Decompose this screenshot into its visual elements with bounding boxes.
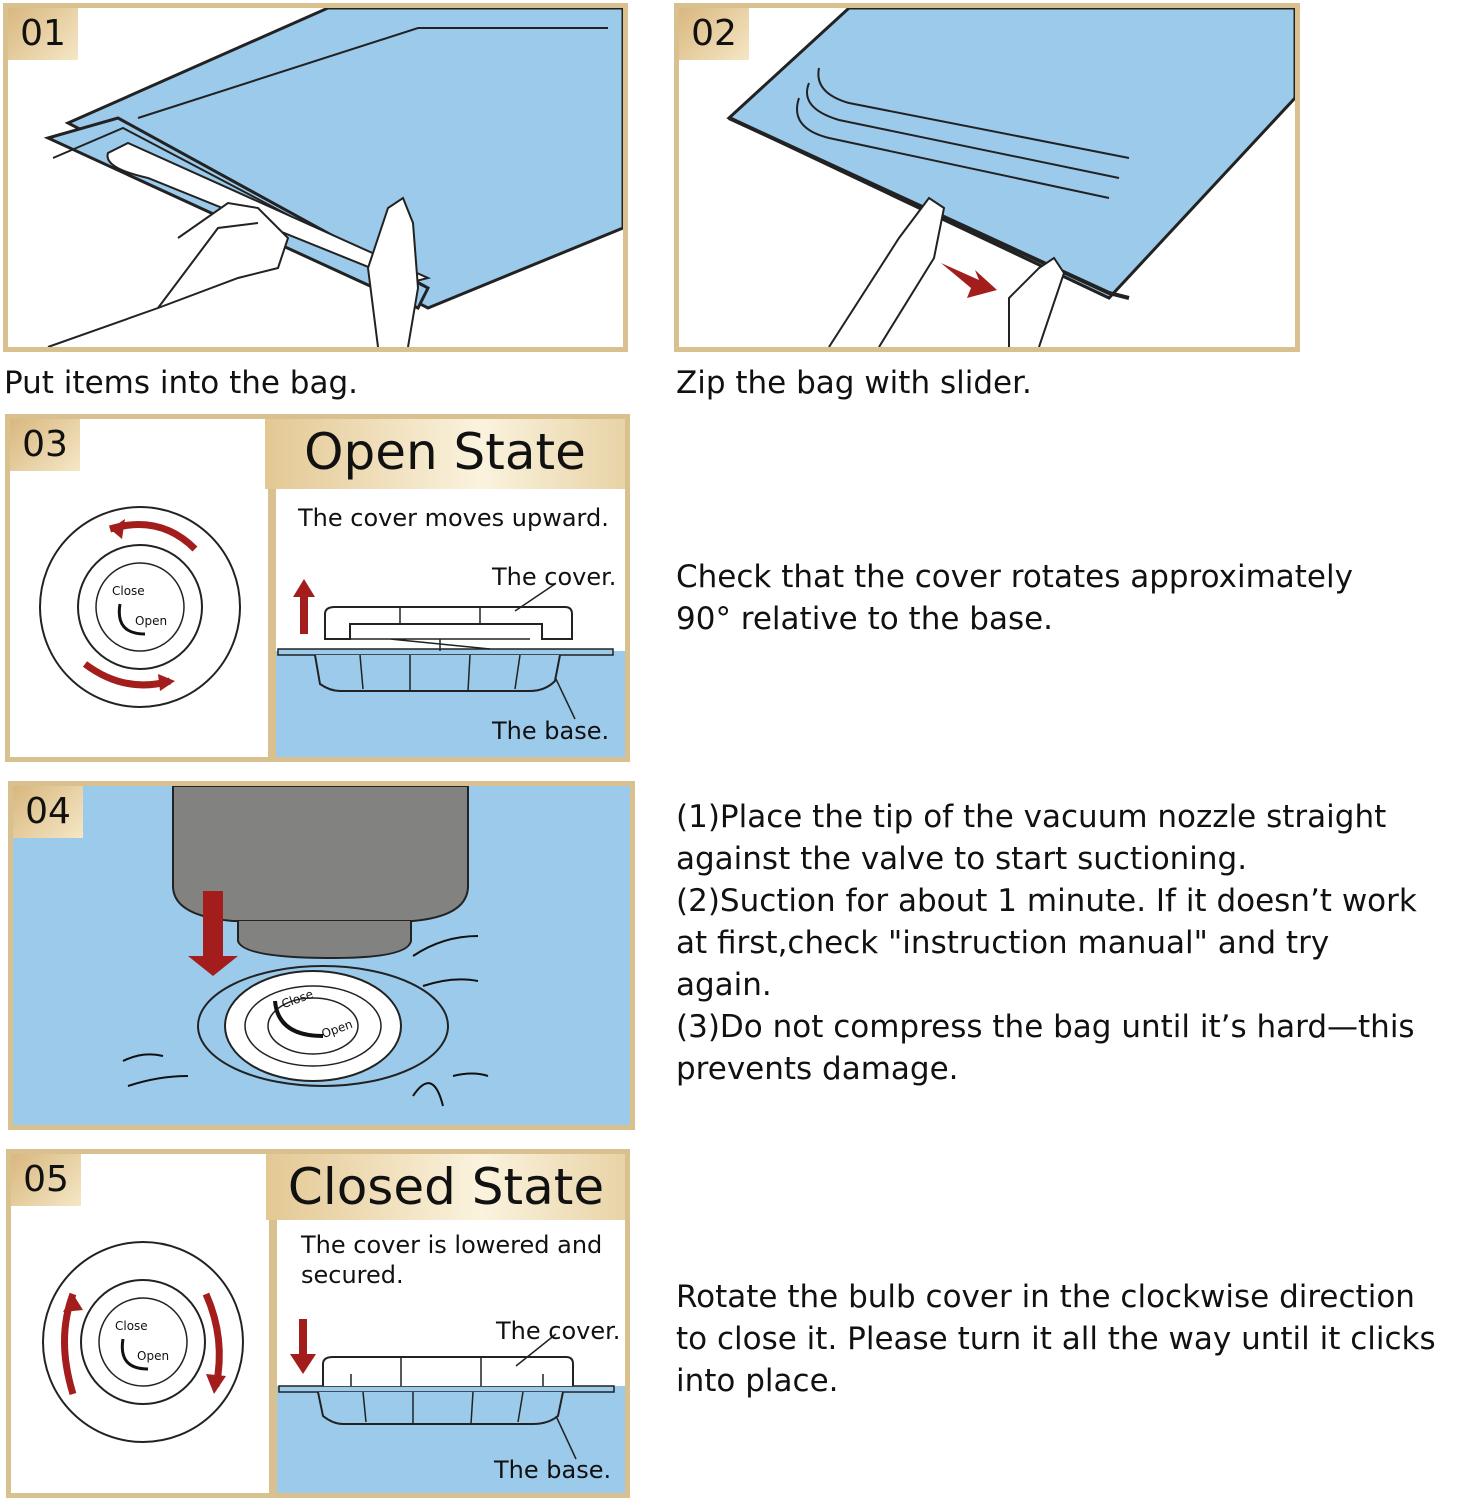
description-line: at first,check "instruction manual" and … (676, 925, 1330, 961)
description-line: (2)Suction for about 1 minute. If it doe… (676, 883, 1417, 919)
step-number: 02 (679, 8, 749, 60)
description-line: against the valve to start suctioning. (676, 841, 1248, 877)
cover-label: The cover. (492, 563, 617, 591)
description-line: Rotate the bulb cover in the clockwise d… (676, 1279, 1415, 1315)
step-03-panel: 03 Close Open Open State The cover moves… (5, 414, 630, 762)
state-subtitle: The cover moves upward. (298, 504, 609, 532)
dial-close-label: Close (112, 584, 145, 598)
base-label: The base. (494, 1456, 612, 1484)
bag-fill-illustration (43, 8, 623, 347)
step-01-panel: 01 (3, 3, 628, 352)
description-line: (1)Place the tip of the vacuum nozzle st… (676, 799, 1387, 835)
state-subtitle: The cover is lowered and secured. (301, 1231, 603, 1289)
dial-close-label: Close (115, 1319, 148, 1333)
step-05-description: Rotate the bulb cover in the clockwise d… (676, 1276, 1436, 1402)
description-line: again. (676, 967, 772, 1003)
state-header: Closed State (266, 1154, 625, 1220)
description-line: (3)Do not compress the bag until it’s ha… (676, 1009, 1415, 1045)
description-line: prevents damage. (676, 1051, 959, 1087)
state-title: Open State (304, 423, 586, 481)
step-04-panel: 04 Close Open (8, 781, 635, 1130)
base-label: The base. (492, 717, 610, 745)
bag-zip-illustration (726, 8, 1295, 347)
step-number: 05 (11, 1154, 81, 1206)
step-02-panel: 02 (674, 3, 1300, 352)
cover-label: The cover. (496, 1317, 621, 1345)
closed-dial-illustration (42, 1241, 244, 1443)
description-line: to close it. Please turn it all the way … (676, 1321, 1436, 1357)
dial-open-label: Open (137, 1349, 170, 1363)
step-05-panel: 05 Close Open Closed State The cover is … (6, 1149, 630, 1498)
step-number: 03 (10, 419, 80, 471)
state-header: Open State (265, 419, 625, 489)
step-03-description: Check that the cover rotates approximate… (676, 556, 1353, 640)
description-line: 90° relative to the base. (676, 601, 1054, 637)
step-04-description: (1)Place the tip of the vacuum nozzle st… (676, 796, 1417, 1090)
step-01-caption: Put items into the bag. (4, 365, 359, 401)
description-line: into place. (676, 1363, 839, 1399)
dial-open-label: Open (135, 614, 168, 628)
step-number: 01 (8, 8, 78, 60)
vacuum-nozzle-illustration (122, 786, 489, 1107)
description-line: Check that the cover rotates approximate… (676, 559, 1353, 595)
open-dial-illustration (39, 506, 241, 708)
step-number: 04 (13, 786, 83, 838)
step-02-caption: Zip the bag with slider. (676, 365, 1032, 401)
state-title: Closed State (287, 1158, 605, 1216)
